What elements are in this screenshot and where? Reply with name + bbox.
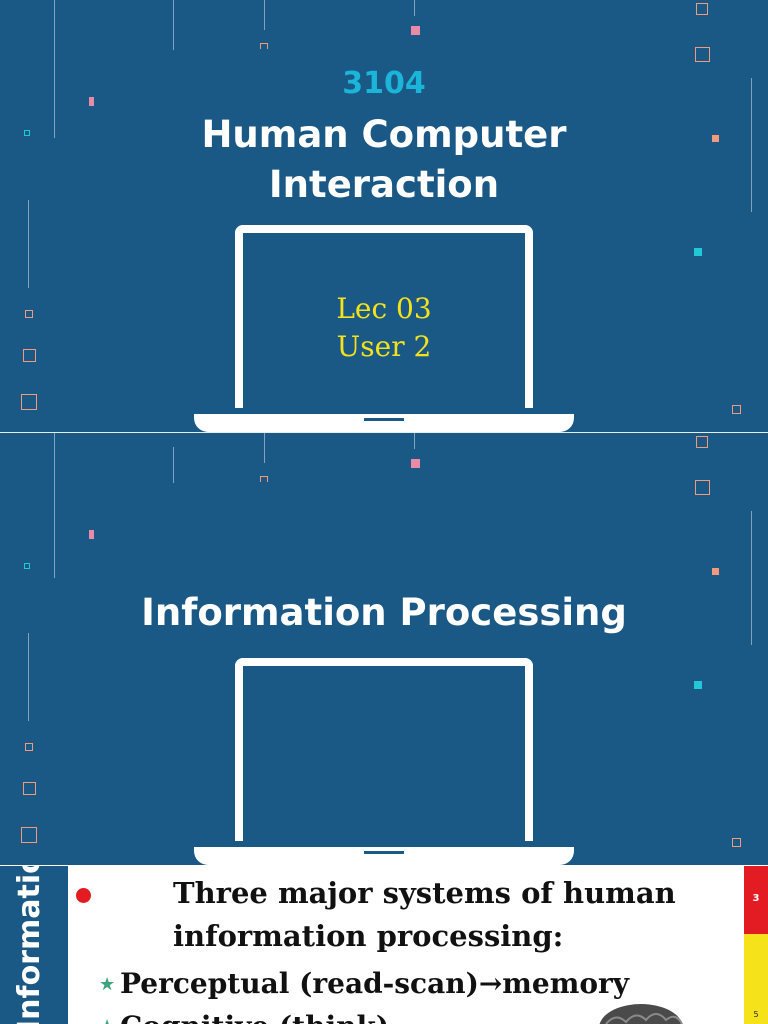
course-title: Human Computer Interaction: [0, 110, 768, 210]
confetti-square: [21, 827, 37, 843]
confetti-square: [694, 248, 702, 256]
laptop-icon: Lec 03 User 2: [235, 225, 533, 408]
decorative-line: [54, 0, 55, 138]
lecture-number: Lec 03: [336, 292, 432, 325]
decorative-line: [751, 78, 752, 212]
confetti-square: [260, 43, 268, 49]
laptop-base: [194, 847, 574, 865]
course-title-line1: Human Computer: [201, 113, 567, 156]
content-slide: Information Processing Three major syste…: [0, 866, 768, 1024]
main-bullet-line1: Three major systems of human: [173, 876, 676, 910]
confetti-square: [89, 530, 94, 539]
decorative-line: [264, 433, 265, 463]
brain-image: [599, 1004, 683, 1024]
decorative-line: [173, 0, 174, 50]
decorative-line: [54, 433, 55, 578]
laptop-icon: [235, 658, 533, 841]
laptop-trackpad: [364, 851, 404, 854]
confetti-square: [21, 394, 37, 410]
confetti-square: [23, 782, 36, 795]
side-title: Information Processing: [10, 866, 50, 1024]
confetti-square: [25, 310, 33, 318]
confetti-square: [732, 838, 741, 847]
decorative-line: [28, 200, 29, 288]
confetti-square: [695, 47, 710, 62]
star-icon: ★: [99, 974, 116, 995]
decorative-line: [264, 0, 265, 30]
page-number-secondary: 5: [753, 1010, 759, 1019]
confetti-square: [24, 563, 30, 569]
page-number: 3: [752, 893, 760, 904]
confetti-square: [411, 459, 420, 468]
confetti-square: [696, 436, 708, 448]
confetti-square: [712, 568, 719, 575]
confetti-square: [712, 135, 719, 142]
confetti-square: [411, 26, 420, 35]
decorative-line: [173, 447, 174, 483]
slide-divider: [0, 432, 768, 433]
section-slide: Information Processing: [0, 433, 768, 865]
confetti-square: [260, 476, 268, 482]
decorative-line: [28, 633, 29, 721]
progress-bar-red: [744, 866, 768, 934]
lecture-topic: User 2: [336, 330, 432, 363]
confetti-square: [24, 130, 30, 136]
main-bullet-line2: information processing:: [173, 919, 564, 953]
bullet-icon: [76, 888, 91, 903]
course-code: 3104: [342, 66, 426, 101]
laptop-base: [194, 414, 574, 432]
course-title-line2: Interaction: [268, 163, 500, 206]
section-title: Information Processing: [141, 591, 627, 634]
confetti-square: [23, 349, 36, 362]
title-slide: 3104 Human Computer Interaction Lec 03 U…: [0, 0, 768, 432]
confetti-square: [696, 3, 708, 15]
confetti-square: [25, 743, 33, 751]
side-title-band: Information Processing: [0, 866, 68, 1024]
decorative-line: [751, 511, 752, 645]
sub-bullet-cognitive: Cognitive (think): [120, 1008, 389, 1024]
confetti-square: [732, 405, 741, 414]
screen-text: Lec 03 User 2: [243, 290, 525, 366]
confetti-square: [695, 480, 710, 495]
star-icon: ★: [99, 1016, 115, 1024]
decorative-line: [414, 0, 415, 16]
confetti-square: [694, 681, 702, 689]
decorative-line: [414, 433, 415, 449]
progress-bar-yellow: [744, 934, 768, 1024]
confetti-square: [89, 97, 94, 106]
laptop-trackpad: [364, 418, 404, 421]
sub-bullet-perceptual: Perceptual (read-scan)→memory: [120, 967, 630, 1000]
